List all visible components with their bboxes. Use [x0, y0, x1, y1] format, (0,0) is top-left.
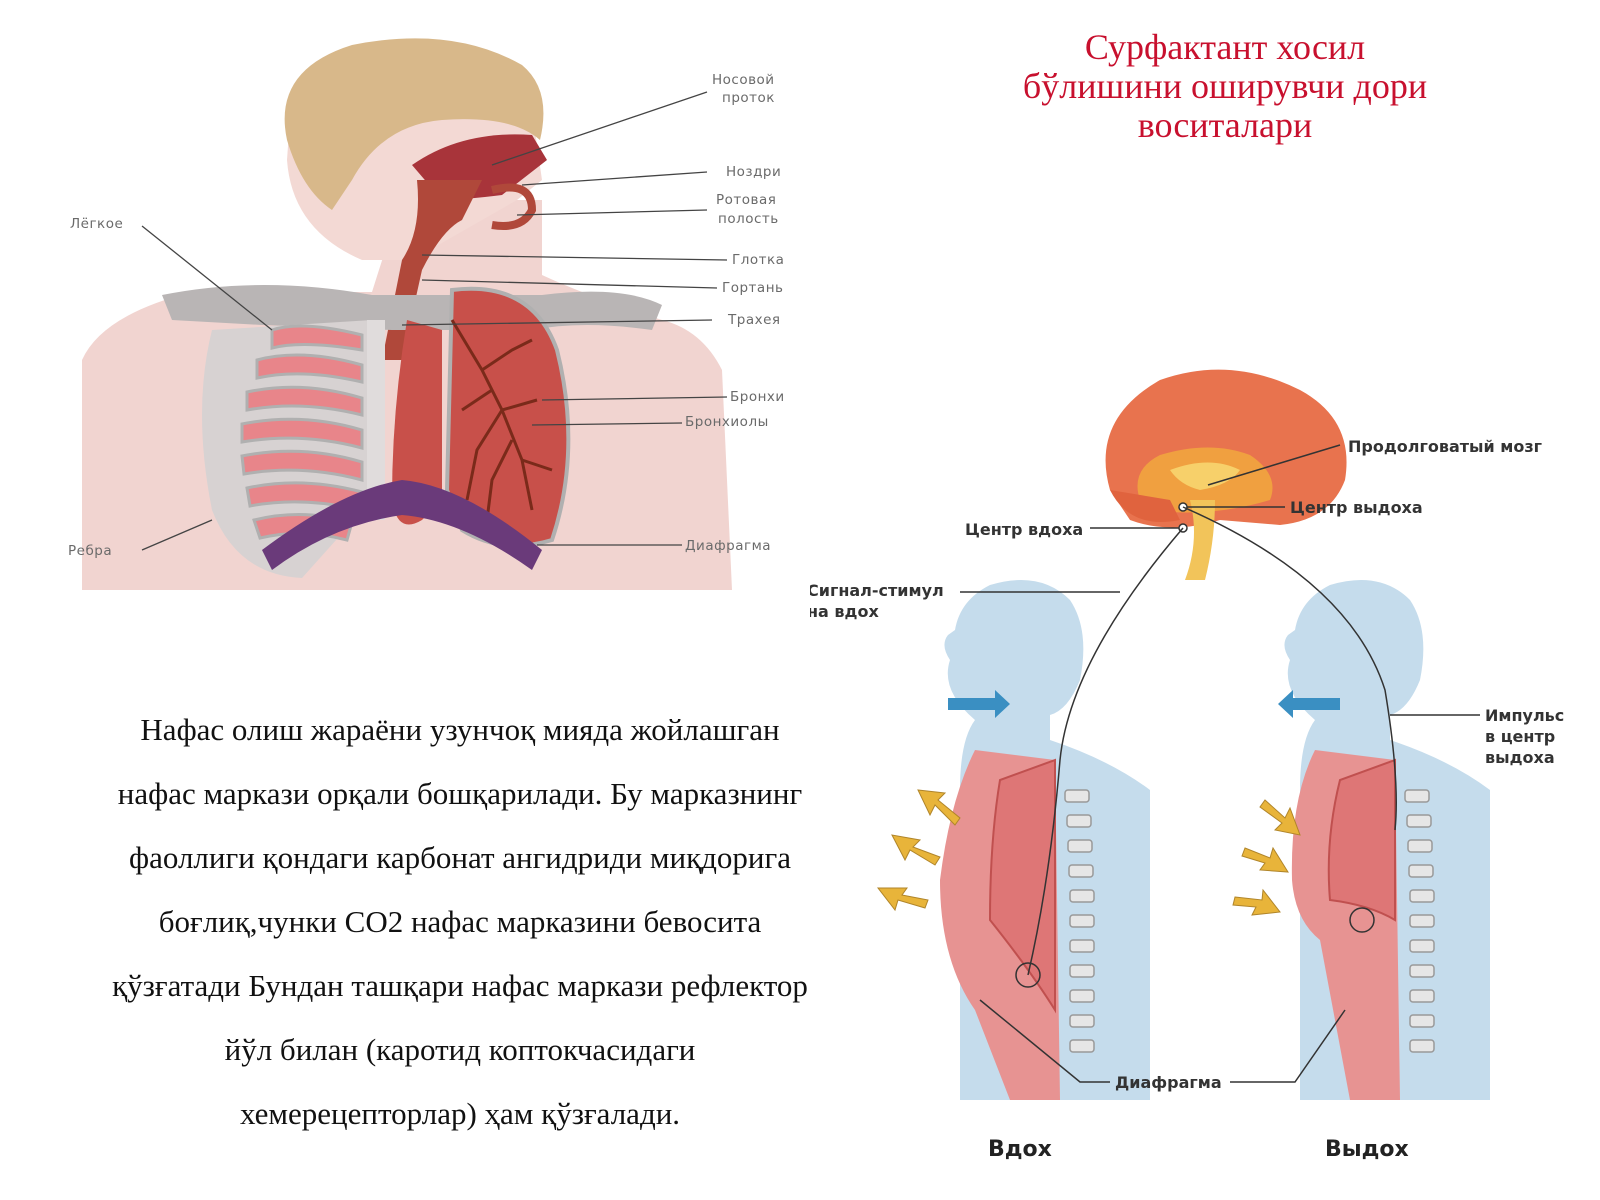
label-impulse-1: Импульс: [1485, 706, 1564, 725]
diaphragm: [262, 480, 542, 570]
label-signal-1: Сигнал-стимул: [810, 581, 944, 600]
label-exhale: Выдох: [1325, 1137, 1409, 1162]
arrow-yellow-icon: [876, 887, 929, 912]
page-title: Сурфактант хосил бўлишини оширувчи дори …: [960, 28, 1490, 145]
paragraph-line: хемерецепторлар) ҳам қўзғалади.: [239, 1096, 681, 1131]
leader-lines: [141, 91, 728, 551]
label-medulla: Продолговатый мозг: [1348, 437, 1542, 456]
label-trachea: Трахея: [727, 312, 781, 328]
label-nostrils: Ноздри: [726, 164, 781, 180]
label-inhale-center: Центр вдоха: [965, 520, 1083, 539]
arrow-yellow-icon: [891, 834, 941, 866]
label-impulse-2: в центр: [1485, 727, 1555, 746]
respiratory-system-diagram: Носовой проток Ноздри Ротовая полость Гл…: [68, 38, 785, 590]
arrow-in-icon: [948, 690, 1010, 718]
arrow-out-icon: [1278, 690, 1340, 718]
title-line: Сурфактант хосил: [1084, 27, 1366, 67]
label-larynx: Гортань: [722, 280, 783, 296]
paragraph-line: Нафас олиш жараёни узунчоқ мияда жойлашг…: [140, 712, 780, 747]
label-oral-cavity-2: полость: [718, 211, 779, 227]
arrow-yellow-icon: [1259, 799, 1301, 836]
nerve-paths: [960, 444, 1480, 1083]
arrow-yellow-icon: [917, 789, 961, 826]
label-exhale-center: Центр выдоха: [1290, 498, 1423, 517]
label-nasal-passage-1: Носовой: [712, 72, 775, 88]
arrow-yellow-icon: [1241, 846, 1289, 873]
breathing-regulation-diagram: Продолговатый мозг Центр выдоха Центр вд…: [810, 369, 1564, 1162]
lung-right-cut: [392, 286, 571, 548]
paragraph-line: боғлиқ,чунки СО2 нафас марказини бевосит…: [158, 904, 762, 939]
arrow-yellow-icon: [1232, 888, 1281, 916]
label-diaphragm: Диафрагма: [685, 538, 771, 554]
label-impulse-3: выдоха: [1485, 748, 1555, 767]
label-nasal-passage-2: проток: [722, 90, 775, 106]
exhale-figure: [1284, 580, 1490, 1100]
paragraph-line: қўзғатади Бундан ташқари нафас маркази р…: [112, 968, 808, 1003]
title-line: воситалари: [1137, 105, 1313, 145]
paragraph-line: нафас маркази орқали бошқарилади. Бу мар…: [117, 776, 803, 811]
paragraph-line: йўл билан (каротид коптокчасидаги: [224, 1032, 696, 1067]
inhale-figure: [940, 580, 1150, 1100]
label-bronchioles: Бронхиолы: [685, 414, 769, 430]
title-line: бўлишини оширувчи дори: [1022, 66, 1428, 106]
paragraph-line: фаоллиги қондаги карбонат ангидриди миқд…: [129, 840, 791, 875]
label-diaphragm-2: Диафрагма: [1115, 1073, 1222, 1092]
label-inhale: Вдох: [988, 1137, 1052, 1162]
label-lung: Лёгкое: [70, 216, 123, 232]
description-paragraph: Нафас олиш жараёни узунчоқ мияда жойлашг…: [50, 698, 870, 1146]
label-signal-2: на вдох: [810, 602, 879, 621]
label-oral-cavity-1: Ротовая: [716, 192, 776, 208]
brain: [1105, 369, 1347, 580]
label-bronchi: Бронхи: [730, 389, 785, 405]
label-pharynx: Глотка: [732, 252, 784, 268]
airflow-arrows: [876, 690, 1340, 916]
label-ribs: Ребра: [68, 543, 112, 559]
hair: [284, 38, 544, 211]
